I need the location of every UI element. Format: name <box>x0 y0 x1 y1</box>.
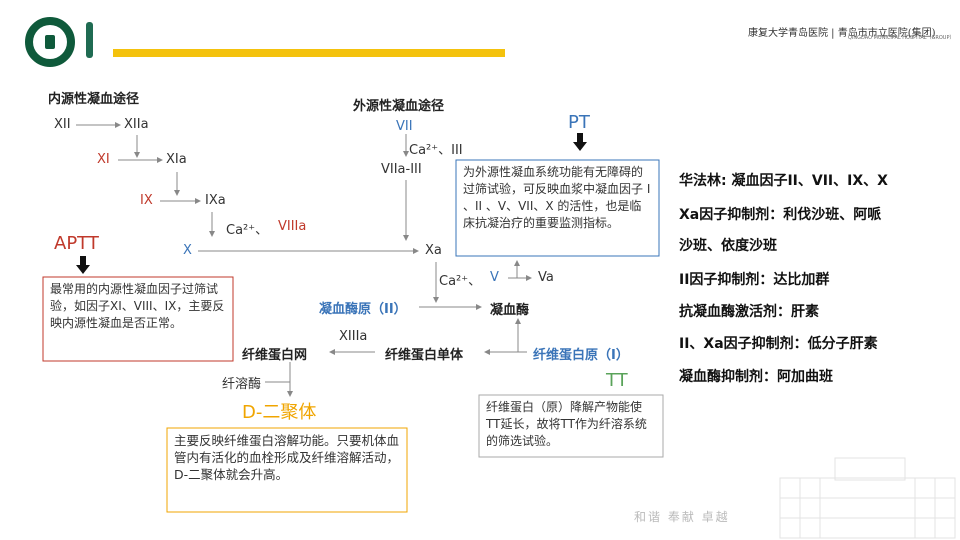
factor-xii: XII <box>54 117 71 132</box>
factor-ixa: IXa <box>205 193 226 208</box>
side-text-argatroban: 凝血酶抑制剂：阿加曲班 <box>679 369 833 385</box>
factor-va: Va <box>538 270 554 285</box>
side-text-warfarin: 华法林: 凝血因子II、VII、IX、X <box>679 173 888 189</box>
pt-label: PT <box>568 112 590 133</box>
side-text-heparin: 抗凝血酶激活剂：肝素 <box>679 304 819 320</box>
fibrinogen: 纤维蛋白原（I） <box>533 348 629 363</box>
factor-viiia: VIIIa <box>278 219 307 234</box>
fibrin-monomer: 纤维蛋白单体 <box>385 348 464 363</box>
header-accent-bar <box>86 22 93 58</box>
calcium-iii: Ca²⁺、III <box>409 143 463 158</box>
hospital-name-en: QINGDAO MUNICIPAL HOSPITAL（GROUP） <box>848 35 955 41</box>
calcium-label-1: Ca²⁺、 <box>226 223 269 238</box>
extrinsic-title: 外源性凝血途径 <box>353 99 445 114</box>
factor-xiia: XIIa <box>124 117 149 132</box>
intrinsic-title: 内源性凝血途径 <box>48 92 140 107</box>
aptt-note: 最常用的内源性凝血因子过筛试验，如因子XI、VIII、IX，主要反映内源性凝血是… <box>50 282 225 330</box>
side-text-ii-inhibitor: II因子抑制剂：达比加群 <box>679 272 830 288</box>
pt-note: 为外源性凝血系统功能有无障碍的过筛试验，可反映血浆中凝血因子 I 、II 、V、… <box>463 165 651 230</box>
hospital-name: 康复大学青岛医院 | 青岛市市立医院(集团) <box>748 28 936 39</box>
factor-ix: IX <box>140 193 153 208</box>
factor-x: X <box>183 243 192 258</box>
factor-xiiia: XIIIa <box>339 329 368 344</box>
side-text-xa-inhibitor: Xa因子抑制剂：利伐沙班、阿哌 <box>679 207 882 223</box>
fibrin-net: 纤维蛋白网 <box>242 348 308 363</box>
tt-label: TT <box>606 370 628 391</box>
hospital-logo <box>25 17 75 67</box>
thrombin: 凝血酶 <box>490 303 530 318</box>
tt-note: 纤维蛋白（原）降解产物能使TT延长，故将TT作为纤溶系统的筛选试验。 <box>486 400 647 448</box>
header-yellow-bar <box>113 49 505 57</box>
d-dimer: D-二聚体 <box>242 402 317 423</box>
factor-viia-iii: VIIa-III <box>381 162 422 177</box>
side-text-lmwh: II、Xa因子抑制剂：低分子肝素 <box>679 336 878 352</box>
factor-xa: Xa <box>425 243 442 258</box>
prothrombin: 凝血酶原（II） <box>319 302 407 317</box>
footer-motto: 和谐 奉献 卓越 <box>634 510 730 524</box>
d-dimer-note: 主要反映纤维蛋白溶解功能。只要机体血管内有活化的血栓形成及纤维溶解活动，D-二聚… <box>174 433 400 482</box>
side-text-xa-inhibitor-cont: 沙班、依度沙班 <box>679 238 777 254</box>
factor-xia: XIa <box>166 152 187 167</box>
aptt-label: APTT <box>54 233 99 254</box>
factor-vii: VII <box>396 119 413 134</box>
calcium-label-2: Ca²⁺、 <box>439 274 482 289</box>
factor-v: V <box>490 270 499 285</box>
plasmin: 纤溶酶 <box>222 377 262 392</box>
factor-xi: XI <box>97 152 110 167</box>
